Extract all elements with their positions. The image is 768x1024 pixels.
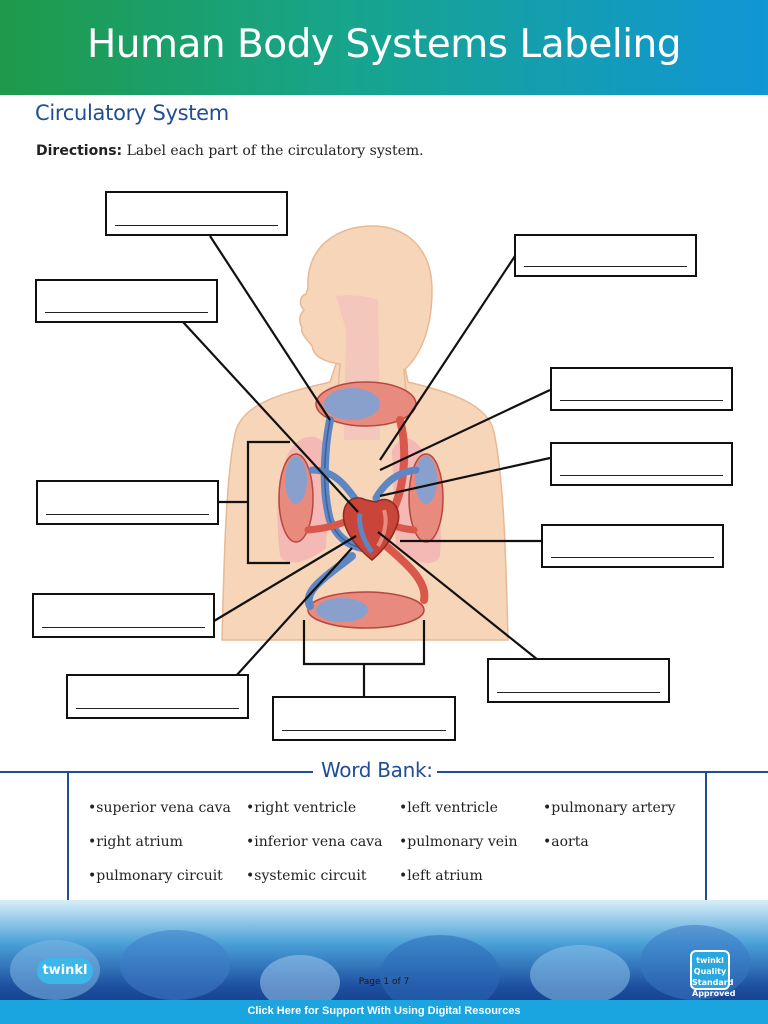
leader-line [379, 456, 551, 498]
support-link[interactable]: Click Here for Support With Using Digita… [0, 1000, 768, 1024]
directions: Directions: Label each part of the circu… [36, 143, 424, 159]
answer-line [45, 312, 208, 313]
label-box-5[interactable] [550, 442, 733, 486]
word-bank-item: right atrium [88, 834, 183, 850]
directions-label: Directions: [36, 143, 123, 159]
leader-line [377, 531, 539, 661]
word-bank-item: aorta [543, 834, 588, 850]
quality-badge: twinkl Quality Standard Approved [690, 950, 735, 998]
answer-line [551, 557, 714, 558]
leader-line [379, 255, 516, 461]
answer-line [76, 708, 239, 709]
answer-line [42, 627, 205, 628]
label-box-1[interactable] [105, 191, 288, 236]
label-box-6[interactable] [541, 524, 724, 568]
word-bank-rule-right [437, 771, 768, 773]
artery-vessel-lower [380, 540, 429, 604]
answer-line [497, 692, 660, 693]
leader-line [182, 321, 359, 513]
leader-line [235, 547, 353, 677]
word-bank-item: pulmonary circuit [88, 868, 223, 884]
page-title: Human Body Systems Labeling [86, 22, 682, 67]
leader-line [209, 235, 331, 421]
twinkl-logo: twinkl [37, 958, 93, 984]
answer-line [560, 400, 723, 401]
word-bank-item: pulmonary vein [399, 834, 517, 850]
directions-text: Label each part of the circulatory syste… [122, 143, 424, 159]
word-bank-item: left atrium [399, 868, 482, 884]
label-box-3[interactable] [514, 234, 697, 277]
word-bank-item: superior vena cava [88, 800, 231, 816]
word-bank-item: pulmonary artery [543, 800, 675, 816]
word-bank-rule-left [0, 771, 313, 773]
section-title: Circulatory System [35, 101, 229, 125]
page-indicator: Page 1 of 7 [358, 977, 410, 987]
answer-line [524, 266, 687, 267]
vein-to-left-lung [308, 466, 360, 504]
circulatory-diagram [182, 225, 551, 698]
leader-line [379, 389, 551, 471]
word-bank: Word Bank: superior vena cava right vent… [0, 758, 768, 918]
label-box-10[interactable] [272, 696, 456, 741]
word-bank-title: Word Bank: [321, 758, 433, 782]
answer-line [46, 514, 209, 515]
answer-line [115, 225, 278, 226]
leader-line [213, 535, 357, 622]
vein-to-right-lung [372, 466, 420, 502]
label-box-4[interactable] [550, 367, 733, 411]
word-bank-item: right ventricle [246, 800, 356, 816]
title-banner: Human Body Systems Labeling [0, 0, 768, 95]
word-bank-item: inferior vena cava [246, 834, 382, 850]
answer-line [560, 475, 723, 476]
label-box-2[interactable] [35, 279, 218, 323]
pulmonary-bracket [246, 440, 290, 565]
vein-vessel-lower [304, 552, 356, 610]
word-bank-item: systemic circuit [246, 868, 366, 884]
label-box-9[interactable] [66, 674, 249, 719]
label-box-11[interactable] [487, 658, 670, 703]
answer-line [282, 730, 446, 731]
word-bank-item: left ventricle [399, 800, 498, 816]
label-box-8[interactable] [32, 593, 215, 638]
label-box-7[interactable] [36, 480, 219, 525]
